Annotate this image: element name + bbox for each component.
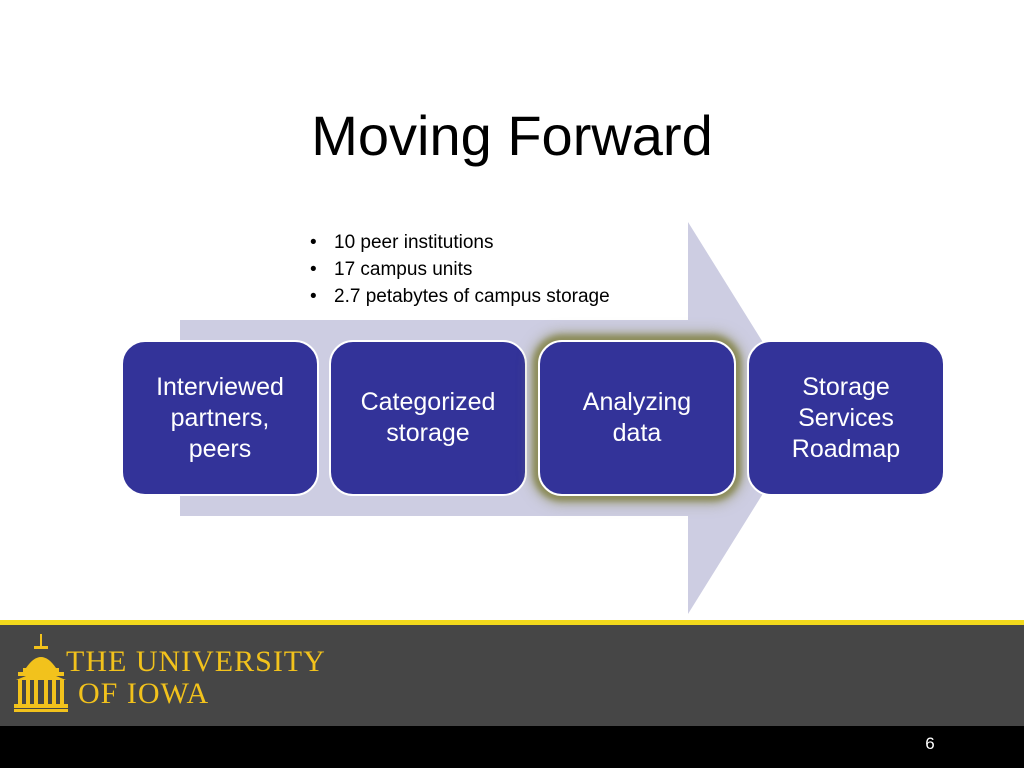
process-step-label: Categorized storage: [360, 388, 496, 447]
bullet-glyph: •: [310, 286, 317, 307]
bullet-glyph: •: [310, 259, 317, 280]
process-step-analyzing-highlighted: Analyzing data: [538, 340, 736, 496]
logo-wordmark-line1: THE UNIVERSITY: [66, 645, 326, 678]
bullet-text: 17 campus units: [334, 259, 473, 280]
process-step-label: Analyzing data: [582, 388, 692, 447]
bullet-item: • 2.7 petabytes of campus storage: [310, 283, 610, 310]
process-step-roadmap: Storage Services Roadmap: [747, 340, 945, 496]
slide-title: Moving Forward: [311, 104, 713, 167]
process-step-label: Interviewed partners, peers: [156, 372, 284, 463]
stats-bullet-list: • 10 peer institutions • 17 campus units…: [310, 229, 610, 310]
bullet-item: • 17 campus units: [310, 256, 610, 283]
page-number: 6: [925, 734, 935, 753]
process-step-label: Storage Services Roadmap: [791, 372, 901, 463]
bullet-glyph: •: [310, 232, 317, 253]
footer-band: [0, 620, 1024, 726]
bullet-text: 10 peer institutions: [334, 232, 494, 253]
bottom-bar: [0, 726, 1024, 768]
process-step-categorized: Categorized storage: [329, 340, 527, 496]
bullet-item: • 10 peer institutions: [310, 229, 610, 256]
logo-wordmark-line2: OF IOWA: [78, 677, 210, 710]
bullet-text: 2.7 petabytes of campus storage: [334, 286, 610, 307]
process-step-interviewed: Interviewed partners, peers: [121, 340, 319, 496]
university-capitol-logo-icon: [14, 634, 68, 712]
